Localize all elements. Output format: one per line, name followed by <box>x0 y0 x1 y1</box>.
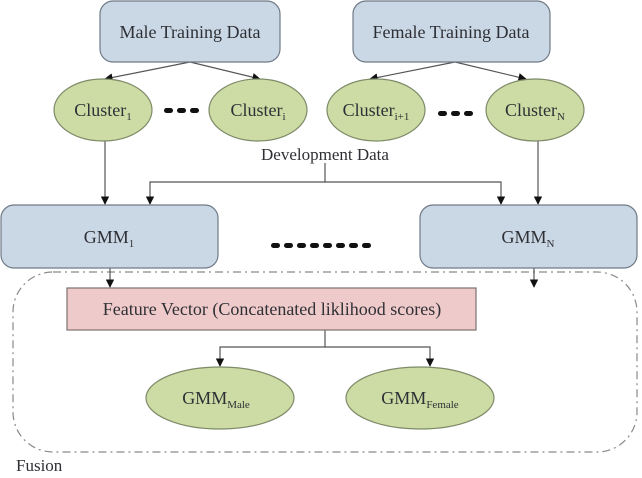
svg-text:Cluster1: Cluster1 <box>74 100 132 123</box>
svg-text:ClusterN: ClusterN <box>505 100 565 123</box>
svg-text:GMM1: GMM1 <box>84 227 135 250</box>
fusion-label: Fusion <box>16 456 63 475</box>
gmm-1-label: GMM <box>84 227 129 247</box>
gmm-1-node: GMM1 <box>0 204 219 269</box>
gmm-1-subscript: 1 <box>129 238 135 250</box>
cluster-i1-subscript: i+1 <box>395 111 410 123</box>
svg-text:Clusteri+1: Clusteri+1 <box>343 100 410 123</box>
edge-male-to-clusteri <box>189 61 261 82</box>
gmm-male-subscript: Male <box>227 399 250 411</box>
gmm-male-label: GMM <box>182 388 227 408</box>
male-training-data-label: Male Training Data <box>120 22 261 42</box>
gmm-female-label: GMM <box>381 388 426 408</box>
cluster-1-node: Cluster1 <box>53 78 153 142</box>
gmm-female-node: GMMFemale <box>345 366 495 430</box>
development-data-label: Development Data <box>261 145 389 164</box>
edge-dev-to-gmm1 <box>145 163 326 205</box>
feature-vector-label: Feature Vector (Concatenated liklihood s… <box>103 299 442 320</box>
svg-text:Clusteri: Clusteri <box>230 100 285 123</box>
gmm-male-node: GMMMale <box>145 366 295 430</box>
male-training-data-node: Male Training Data <box>99 0 281 63</box>
cluster-ellipsis-female <box>438 111 473 116</box>
gmm-n-node: GMMN <box>419 204 638 269</box>
gmm-n-label: GMM <box>502 227 547 247</box>
cluster-i1-node: Clusteri+1 <box>326 78 426 142</box>
cluster-n-subscript: N <box>557 111 565 123</box>
cluster-n-node: ClusterN <box>485 78 585 142</box>
gmm-female-subscript: Female <box>426 399 458 411</box>
cluster-1-subscript: 1 <box>126 111 132 123</box>
edge-feature-to-gmm-male <box>215 330 326 367</box>
cluster-ellipsis-male <box>164 108 199 113</box>
edge-female-to-clusteri1 <box>369 61 456 82</box>
edge-female-to-clustern <box>454 61 527 82</box>
fusion-group-border <box>12 271 638 453</box>
gmm-n-subscript: N <box>547 238 555 250</box>
cluster-i-node: Clusteri <box>208 78 308 142</box>
svg-text:GMMN: GMMN <box>502 227 555 250</box>
edge-dev-to-gmmn <box>325 181 506 205</box>
cluster-1-label: Cluster <box>74 100 126 120</box>
edge-feature-to-gmm-female <box>325 346 435 367</box>
female-training-data-node: Female Training Data <box>352 0 551 63</box>
feature-vector-node: Feature Vector (Concatenated liklihood s… <box>66 287 477 331</box>
cluster-n-label: Cluster <box>505 100 557 120</box>
gmm-ellipsis <box>271 243 371 248</box>
svg-text:GMMFemale: GMMFemale <box>381 388 459 411</box>
edge-male-to-cluster1 <box>104 61 191 82</box>
edges <box>100 61 543 367</box>
cluster-i-subscript: i <box>282 111 285 123</box>
cluster-i-label: Cluster <box>230 100 282 120</box>
svg-text:GMMMale: GMMMale <box>182 388 250 411</box>
cluster-i1-label: Cluster <box>343 100 395 120</box>
female-training-data-label: Female Training Data <box>373 22 530 42</box>
